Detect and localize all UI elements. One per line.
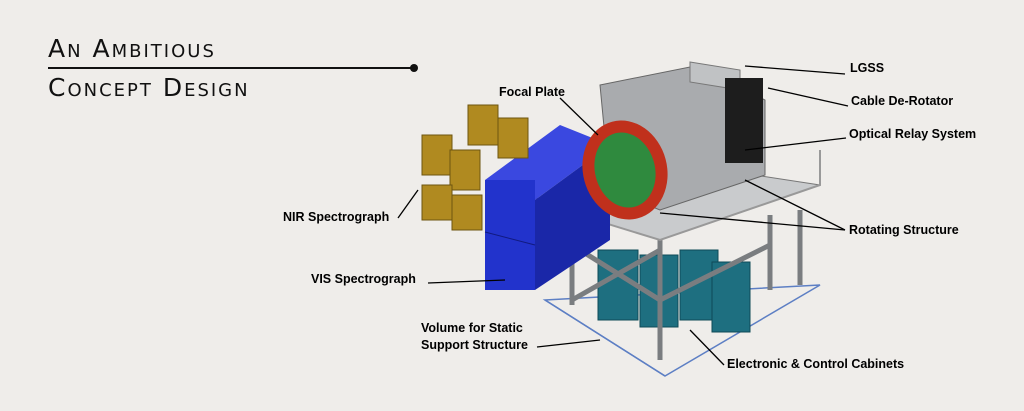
- label-arrows: [397, 65, 849, 366]
- cable-derotator: [725, 78, 763, 163]
- label-rotating-structure: Rotating Structure: [849, 223, 959, 237]
- label-focal-plate: Focal Plate: [499, 85, 565, 99]
- label-optical-relay: Optical Relay System: [849, 127, 977, 141]
- focal-plate: [594, 132, 656, 208]
- label-static-support-2: Support Structure: [421, 338, 528, 352]
- cabinets: [597, 249, 751, 333]
- vis-spectrograph: [484, 125, 610, 290]
- label-cabinets: Electronic & Control Cabinets: [727, 357, 905, 371]
- label-vis-spectrograph: VIS Spectrograph: [311, 272, 416, 286]
- nir-spectrograph: [421, 104, 529, 231]
- label-cable-derotator: Cable De-Rotator: [851, 94, 954, 108]
- title-divider: [48, 64, 418, 72]
- label-static-support-1: Volume for Static: [421, 321, 523, 335]
- label-nir-spectrograph: NIR Spectrograph: [283, 210, 390, 224]
- label-lgss: LGSS: [850, 61, 885, 75]
- slide-title-line2: Concept Design: [48, 73, 250, 102]
- rotating-structure: [582, 61, 766, 220]
- slide-title-line1: An Ambitious: [48, 34, 216, 63]
